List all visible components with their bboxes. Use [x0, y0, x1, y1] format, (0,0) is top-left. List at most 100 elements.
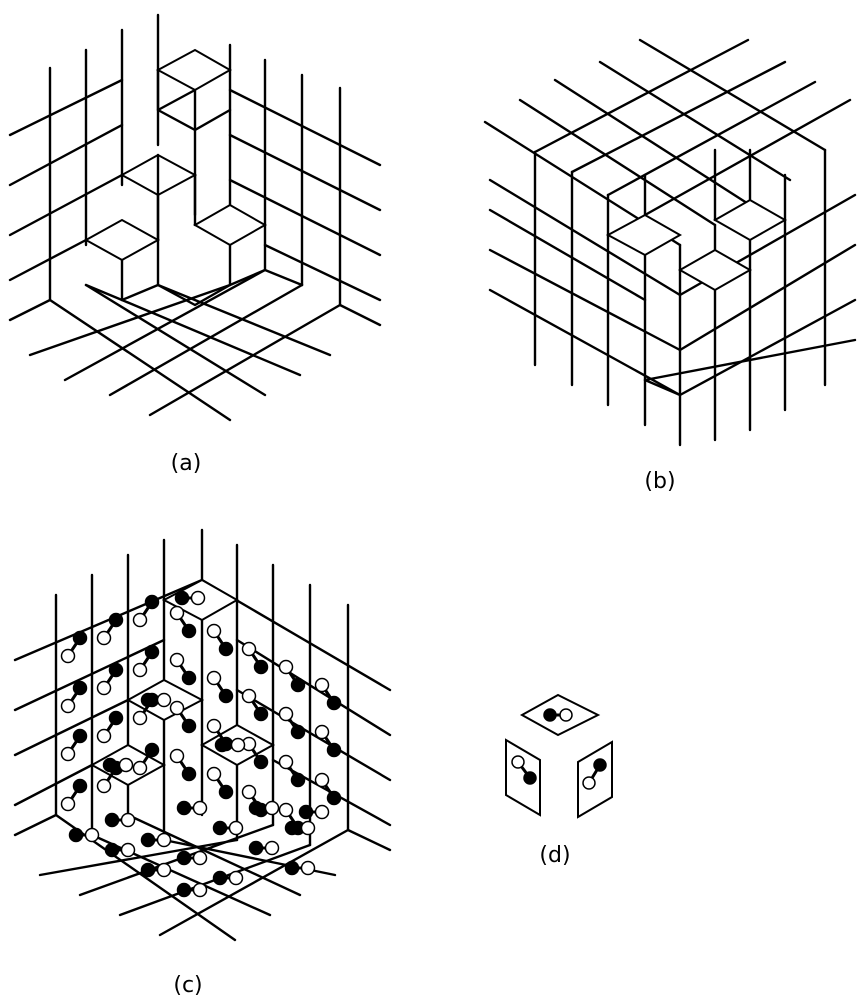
- filled-atom: [144, 742, 160, 758]
- filled-atom: [326, 790, 342, 806]
- open-atom: [241, 641, 257, 657]
- filled-atom: [284, 860, 300, 876]
- c-line: [13, 638, 166, 712]
- open-atom: [169, 605, 185, 621]
- filled-atom: [72, 680, 88, 696]
- open-atom: [60, 796, 76, 812]
- filled-atom: [298, 804, 314, 820]
- panel-d-tiles: (d): [505, 693, 613, 868]
- open-atom: [169, 652, 185, 668]
- a-line: [148, 303, 342, 417]
- b-line: [570, 60, 787, 174]
- open-atom: [156, 832, 172, 848]
- a-rhombus: [192, 203, 268, 247]
- filled-atom: [543, 708, 557, 722]
- filled-atom: [284, 820, 300, 836]
- open-atom: [314, 804, 330, 820]
- open-atom: [192, 850, 208, 866]
- open-atom: [132, 612, 148, 628]
- c-line: [13, 763, 94, 807]
- open-atom: [96, 728, 112, 744]
- a-line: [108, 283, 304, 397]
- filled-atom: [108, 710, 124, 726]
- open-atom: [190, 590, 206, 606]
- filled-atom: [214, 737, 230, 753]
- c-line: [38, 838, 239, 877]
- a-line: [8, 298, 52, 322]
- c-line: [235, 638, 392, 737]
- open-atom: [156, 862, 172, 878]
- b-line: [488, 248, 682, 352]
- open-atom: [314, 677, 330, 693]
- filled-atom: [174, 590, 190, 606]
- open-atom: [192, 882, 208, 898]
- b-line: [638, 38, 827, 152]
- filled-atom: [144, 644, 160, 660]
- open-atom: [206, 718, 222, 734]
- b-line: [553, 78, 752, 207]
- filled-atom: [108, 662, 124, 678]
- d-dimer-group: [511, 708, 607, 790]
- b-line: [678, 243, 857, 352]
- filled-atom: [181, 718, 197, 734]
- open-atom: [156, 692, 172, 708]
- open-atom: [96, 630, 112, 646]
- filled-atom: [181, 670, 197, 686]
- open-atom: [132, 760, 148, 776]
- panel-label-b: (b): [644, 469, 675, 494]
- panel-b-lattice: (b): [483, 38, 857, 494]
- filled-atom: [176, 882, 192, 898]
- open-atom: [169, 748, 185, 764]
- a-line: [263, 243, 382, 302]
- b-line: [606, 80, 817, 197]
- filled-atom: [140, 862, 156, 878]
- open-atom: [169, 700, 185, 716]
- open-atom: [300, 820, 316, 836]
- open-atom: [132, 662, 148, 678]
- open-atom: [96, 778, 112, 794]
- open-atom: [278, 754, 294, 770]
- a-line: [228, 178, 382, 257]
- filled-atom: [144, 594, 160, 610]
- a-line: [8, 173, 124, 237]
- a-line: [48, 298, 232, 422]
- open-atom: [206, 766, 222, 782]
- open-atom: [230, 737, 246, 753]
- a-line: [8, 78, 124, 137]
- b-line: [488, 208, 647, 302]
- b-rhombus: [677, 248, 753, 292]
- open-atom: [511, 755, 525, 769]
- open-atom: [132, 710, 148, 726]
- c-line: [13, 698, 130, 757]
- filled-atom: [523, 771, 537, 785]
- filled-atom: [140, 832, 156, 848]
- a-rhombus: [155, 48, 233, 92]
- open-atom: [278, 706, 294, 722]
- filled-atom: [68, 827, 84, 843]
- open-atom: [60, 698, 76, 714]
- c-dimer-group: [60, 590, 342, 898]
- open-atom: [264, 800, 280, 816]
- panel-label-d: (d): [539, 843, 570, 868]
- filled-atom: [72, 778, 88, 794]
- open-atom: [60, 648, 76, 664]
- open-atom: [300, 860, 316, 876]
- c-line: [158, 828, 350, 937]
- filled-atom: [248, 800, 264, 816]
- b-rhombus: [712, 198, 788, 242]
- a-line: [28, 283, 232, 357]
- open-atom: [278, 659, 294, 675]
- open-atom: [228, 820, 244, 836]
- b-line: [643, 378, 682, 397]
- filled-atom: [140, 692, 156, 708]
- b-line: [518, 98, 717, 227]
- filled-atom: [181, 623, 197, 639]
- filled-atom: [72, 728, 88, 744]
- open-atom: [278, 802, 294, 818]
- filled-atom: [253, 706, 269, 722]
- panel-label-a: (a): [171, 451, 202, 476]
- b-rhombus: [605, 213, 683, 257]
- filled-atom: [290, 724, 306, 740]
- open-atom: [559, 708, 573, 722]
- open-atom: [120, 812, 136, 828]
